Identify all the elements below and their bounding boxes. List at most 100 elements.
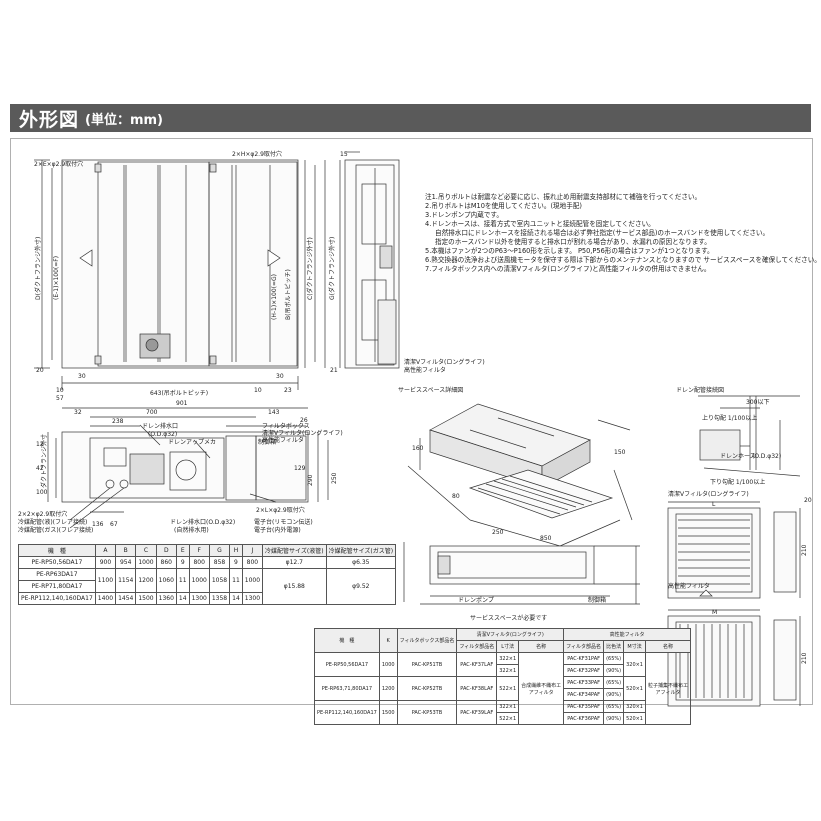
cell: 322×1 bbox=[496, 652, 520, 665]
cell: PAC-KF39LAF bbox=[456, 700, 498, 725]
spec-header: C bbox=[135, 544, 157, 557]
filter-20: 20 bbox=[804, 497, 812, 504]
label-drain-pump: ドレンアップメカ bbox=[168, 439, 216, 446]
spec-header: A bbox=[94, 544, 117, 557]
dim-12: 12 bbox=[36, 441, 44, 448]
dim-290: 290 bbox=[307, 474, 314, 486]
cell: 860 bbox=[155, 556, 177, 569]
cell: 320×1 bbox=[623, 652, 646, 677]
table-row: PE-RP112,140,160DA17 1400 1454 1500 1360… bbox=[18, 592, 396, 605]
cell: PAC-KF37LAF bbox=[456, 652, 498, 677]
cell: PAC-KF36PAF bbox=[563, 712, 605, 725]
cell: 1000 bbox=[378, 652, 398, 677]
filter-header: 機 種 bbox=[314, 628, 380, 653]
dim-30b: 30 bbox=[276, 373, 284, 380]
label-service-space: サービススペース詳細図 bbox=[398, 386, 463, 394]
cell: 9 bbox=[229, 556, 243, 569]
spec-header: D bbox=[155, 544, 177, 557]
spec-header: G bbox=[208, 544, 231, 557]
filter-header: K bbox=[378, 628, 398, 653]
cell: 520×1 bbox=[623, 676, 646, 701]
spec-header-row: 機 種 A B C D E F G H J 冷媒配管サイズ(液管) 冷媒配管サイ… bbox=[18, 544, 397, 557]
spec-header: 冷媒配管サイズ(ガス管) bbox=[325, 544, 397, 557]
cell: φ15.88 bbox=[262, 568, 327, 605]
dim-10b: 10 bbox=[254, 387, 262, 394]
section-banner: 外形図 (単位：mm) bbox=[10, 104, 811, 132]
label-G: (H-1)×100(=G) bbox=[271, 274, 278, 320]
hp-filter-210: 210 bbox=[801, 652, 808, 664]
filter-subheader: L寸法 bbox=[496, 640, 520, 653]
dim-20: 20 bbox=[36, 367, 44, 374]
note-6: 6.熱交換器の洗浄および送風機モータを保守する際は下部からのメンテナンスとなりま… bbox=[425, 256, 821, 264]
cell: 522×1 bbox=[496, 712, 520, 725]
cell: 954 bbox=[115, 556, 137, 569]
cell: PE-RP50,56DA17 bbox=[314, 652, 380, 677]
top-view bbox=[34, 159, 326, 390]
isometric-view bbox=[407, 403, 633, 547]
section-title: 外形図 bbox=[19, 108, 80, 131]
cell: (65%) bbox=[603, 676, 625, 689]
cell: 1100 bbox=[94, 568, 117, 593]
cell: φ12.7 bbox=[262, 556, 327, 569]
dim-iso-2: 80 bbox=[452, 493, 460, 500]
table-row: PE-RP63,71,80DA17 1200 PAC-KP52TB PAC-KF… bbox=[314, 676, 691, 701]
dim-143: 143 bbox=[268, 409, 280, 416]
cell: 522×1 bbox=[496, 676, 520, 701]
label-F: (E-1)×100(=F) bbox=[53, 256, 60, 300]
dim-42: 42 bbox=[36, 465, 44, 472]
cell: PAC-KF35PAF bbox=[563, 700, 605, 713]
cell: 合成繊維不織布エアフィルタ bbox=[518, 652, 565, 725]
table-row: PE-RP50,56DA17 1000 PAC-KP51TB PAC-KF37L… bbox=[314, 652, 691, 725]
cell: PE-RP50,56DA17 bbox=[18, 556, 96, 569]
cell: 1200 bbox=[378, 676, 398, 701]
dim-250: 250 bbox=[331, 472, 338, 484]
clean-filter-L: L bbox=[712, 501, 716, 508]
cell: PAC-KF31PAF bbox=[563, 652, 605, 665]
dim-top-left-holes: 2×E×φ2.9取付穴 bbox=[34, 160, 83, 168]
cell: 1058 bbox=[208, 568, 231, 593]
cell: PE-RP63DA17 bbox=[18, 568, 96, 581]
table-row: 322×1 PAC-KF32PAF (90%) bbox=[315, 664, 691, 677]
cell: (90%) bbox=[603, 664, 625, 677]
dim-iso-5: 150 bbox=[614, 449, 626, 456]
hp-filter-title: 高性能フィルタ bbox=[668, 582, 710, 590]
cell: 1360 bbox=[155, 592, 177, 605]
cell: 322×1 bbox=[496, 664, 520, 677]
dim-100: 100 bbox=[36, 489, 48, 496]
label-filter-box: フィルタボックス bbox=[262, 422, 310, 430]
drain-detail-down: 下り勾配 1/100以上 bbox=[710, 478, 765, 486]
note-5: 5.本機はファンが2つのP63～P160形を示します。 P50,P56形の場合は… bbox=[425, 247, 714, 255]
filter-header: フィルタボックス部品名 bbox=[396, 628, 458, 653]
clean-filter-title: 清潔Vフィルタ(ロングライフ) bbox=[668, 490, 749, 498]
cell: PAC-KP51TB bbox=[396, 652, 458, 677]
label-drain-outlet: ドレン排水口 bbox=[142, 422, 178, 430]
note-3: 3.ドレンポンプ内蔵です。 bbox=[425, 211, 503, 219]
drain-detail-dim: 300以下 bbox=[746, 399, 769, 406]
cell: PAC-KF32PAF bbox=[563, 664, 605, 677]
cell: 9 bbox=[175, 556, 190, 569]
cell: 858 bbox=[208, 556, 231, 569]
cell: 1500 bbox=[135, 592, 157, 605]
cell: 1358 bbox=[208, 592, 231, 605]
cell: 11 bbox=[229, 568, 243, 593]
label-terminal-rc: 電子台(リモコン伝送) bbox=[254, 518, 313, 526]
drain-detail-hose: ドレンホース bbox=[720, 453, 756, 460]
dim-136: 136 bbox=[92, 521, 104, 528]
spec-header: F bbox=[188, 544, 210, 557]
cell: PAC-KP53TB bbox=[396, 700, 458, 725]
spec-header: 機 種 bbox=[18, 544, 96, 557]
cell: (65%) bbox=[603, 652, 625, 665]
label-2x2-holes: 2×2×φ2.9取付穴 bbox=[18, 510, 67, 518]
drain-detail-title: ドレン配管接続図 bbox=[676, 386, 724, 394]
cell: 900 bbox=[94, 556, 117, 569]
cell: PE-RP63,71,80DA17 bbox=[314, 676, 380, 701]
label-side-clean-filter: 清潔Vフィルタ(ロングライフ) bbox=[404, 358, 485, 366]
label-terminal-pw: 電子台(内外電源) bbox=[254, 526, 301, 534]
table-row: PAC-KF34PAF (90%) bbox=[315, 688, 691, 701]
note-1: 注1.吊りボルトは耐震など必要に応じ、振れ止め用耐震支持部材にて補強を行ってくだ… bbox=[425, 193, 702, 201]
dim-iso-4: 850 bbox=[540, 535, 552, 542]
cell: 1500 bbox=[378, 700, 398, 725]
label-gas-pipe: 冷媒配管(ガス)(フレア接続) bbox=[18, 526, 93, 534]
spec-header: 冷媒配管サイズ(液管) bbox=[262, 544, 327, 557]
label-clean-filter: 清潔Vフィルタ(ロングライフ) bbox=[262, 429, 343, 437]
